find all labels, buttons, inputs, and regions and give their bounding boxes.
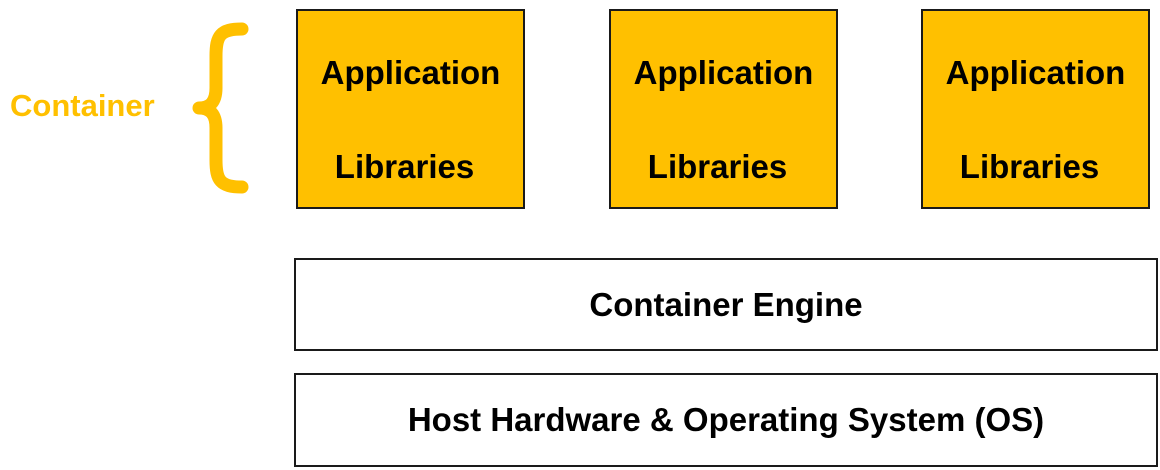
container-label: Container [10,88,155,123]
host-os-layer: Host Hardware & Operating System (OS) [294,373,1158,467]
libraries-label: Libraries [959,148,1100,185]
libraries-label: Libraries [334,148,475,185]
container-box-2: Application Libraries [609,9,838,209]
container-box-3: Application Libraries [921,9,1150,209]
curly-brace-icon [192,22,249,194]
container-engine-layer: Container Engine [294,258,1158,351]
application-label: Application [320,54,501,91]
libraries-label: Libraries [647,148,788,185]
application-label: Application [633,54,814,91]
container-box-1: Application Libraries [296,9,525,209]
application-label: Application [945,54,1126,91]
